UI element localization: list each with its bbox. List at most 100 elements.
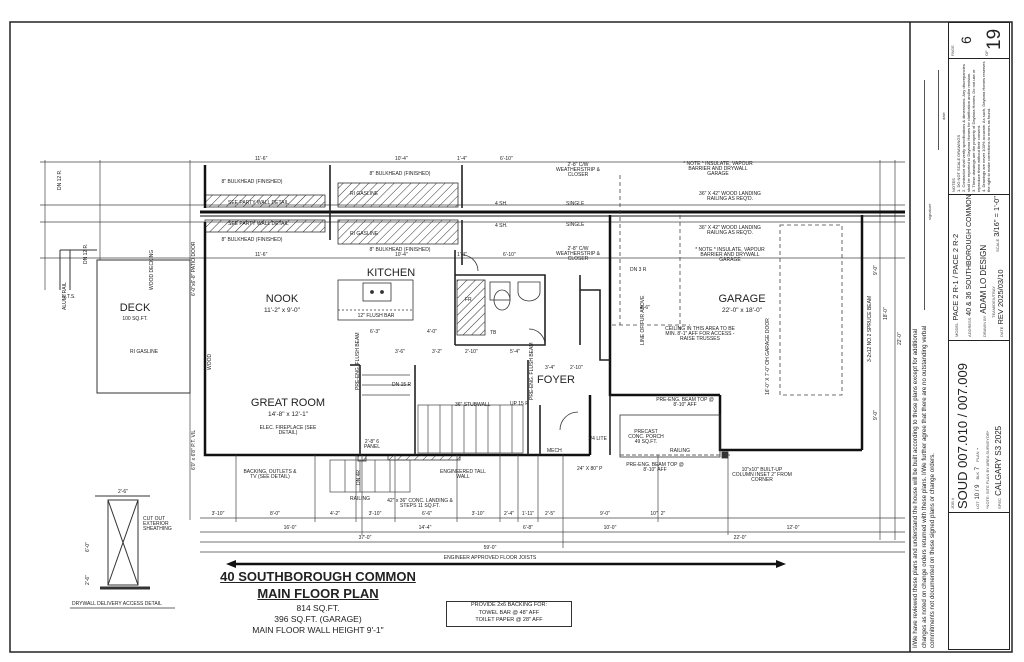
drywall-detail-title: DRYWALL DELIVERY ACCESS DETAIL <box>72 601 162 607</box>
dim-label: 10" <box>650 511 658 517</box>
railing-note-upper: 36" X 42" WOOD LANDING RAILING AS REQ'D. <box>699 191 761 202</box>
client-disclaimer: I/We have reviewed these plans and under… <box>912 325 937 648</box>
fridge-label: FR <box>465 297 472 303</box>
dim-label: 16'-0" <box>283 525 297 531</box>
lite-note: 1/4 LITE <box>588 436 607 442</box>
garage-size: 22'-0" x 18'-0" <box>722 307 762 314</box>
wood-note: WOOD <box>207 353 213 370</box>
note-item: 2. Contractor shall verify specification… <box>961 64 971 192</box>
dim-label: 6'-6" <box>422 511 432 517</box>
drawn-by-label: DRAWN BY <box>982 315 987 337</box>
backing-note-box: PROVIDE 2x6 BACKING FOR: TOWEL BAR @ 48"… <box>446 601 572 627</box>
notes-section: NOTES 1. DO NOT SCALE DRAWINGS 2. Contra… <box>948 58 1010 195</box>
single-shelf-upper: SINGLE <box>566 201 585 207</box>
dim-label: 1'-11" <box>521 511 535 517</box>
fireplace-note: ELEC. FIREPLACE (SEE DETAIL) <box>259 425 317 436</box>
dim-label: 37'-0" <box>358 535 372 541</box>
dim-label: 11'-6" <box>255 156 268 162</box>
great-room-label: GREAT ROOM <box>250 397 326 409</box>
drywall-sill-dim: 2'-6" <box>85 575 91 585</box>
single-shelf-lower: SINGLE <box>566 222 585 228</box>
flush-beam-note: PRE-ENG. FLUSH BEAM <box>355 332 361 390</box>
date-field-label: DATE <box>999 326 1004 337</box>
dim-label: 22'-0" <box>897 332 903 345</box>
down-12-risers-upper: DN 12 R. <box>57 169 63 190</box>
party-wall-note-upper: SEE PARTY WALL DETAIL <box>228 200 289 206</box>
drawing-title: 40 SOUTHBOROUGH COMMON <box>220 569 416 584</box>
deck-outline <box>59 249 191 394</box>
joist-direction-arrow <box>226 560 786 568</box>
down-12-risers: DN 12 R. <box>83 243 89 264</box>
dim-label: 18'-0" <box>883 307 889 320</box>
address-value: 40 & 36 SOUTHBOROUGH COMMON <box>966 194 973 316</box>
dim-label: 2'-5" <box>545 511 555 517</box>
nook-label: NOOK <box>265 293 299 305</box>
insulate-note-lower: * NOTE * INSULATE, VAPOUR BARRIER AND DR… <box>695 247 765 263</box>
plan-label: PLAN <box>975 451 980 462</box>
main-floor-area: 814 SQ.FT. <box>296 603 340 613</box>
weatherstrip-note-upper: 2'-8" C/W WEATHERSTRIP & CLOSER <box>556 162 600 178</box>
dim-label: 2" <box>660 511 666 517</box>
front-door-size: 24" X 80" P <box>577 466 603 472</box>
railing-label: RAILING <box>350 496 371 502</box>
plan-value: - <box>975 447 981 450</box>
of-label: OF <box>984 50 989 56</box>
top-dimension-lines <box>40 160 905 540</box>
nts-note: N.T.S. <box>62 294 76 300</box>
four-shelf-upper: 4 SH. <box>495 201 508 207</box>
gasline-note-deck: RI GASLINE <box>130 349 159 355</box>
garage-label: GARAGE <box>718 293 766 305</box>
spec-label: SPEC <box>997 498 1002 509</box>
dim-label: 1'-4" <box>457 156 467 162</box>
block-label: BLK <box>975 471 980 480</box>
column-note: 10"x10" BUILT-UP COLUMN INSET 2" FROM CO… <box>732 467 792 483</box>
dim-label: 3'-10" <box>368 511 382 517</box>
dim-label: 10'-4" <box>395 156 408 162</box>
drywall-height-dim: 6'-0" <box>85 542 91 552</box>
bulkhead-note-upper: 8" BULKHEAD (FINISHED) <box>221 179 283 185</box>
signature-line[interactable] <box>924 80 925 310</box>
backing-outlets-note: BACKING, OUTLETS & TV (SEE DETAIL) <box>243 469 297 480</box>
scale-label: SCALE <box>995 238 1000 252</box>
garage-dashed <box>612 175 843 396</box>
down-15-risers: DN 15 R <box>392 382 412 388</box>
dim-label: 2'-10" <box>465 349 478 355</box>
ceiling-note: CEILING IN THIS AREA TO BE MIN. 8'-1" AF… <box>665 326 735 342</box>
four-shelf-lower: 4 SH. <box>495 223 508 229</box>
block-value: 7 <box>975 466 981 471</box>
dim-label: 59'-0" <box>483 545 497 551</box>
dim-label: 3'-6" <box>395 349 405 355</box>
railing-note-lower: 36" X 42" WOOD LANDING RAILING AS REQ'D. <box>699 225 761 236</box>
interior-walls <box>329 165 611 455</box>
dim-label: 5'-4" <box>510 349 520 355</box>
dim-label: 10'-4" <box>395 252 408 258</box>
party-wall-note-lower: SEE PARTY WALL DETAIL <box>228 221 289 227</box>
revision-date: REV 2025/03/10 <box>996 269 1005 325</box>
mech-label: MECH <box>547 448 562 454</box>
signature-label: signature <box>927 203 932 220</box>
porch-note: PRECAST CONC. PORCH 49 SQ.FT. <box>628 429 664 445</box>
line-of-fur-note: LINE OF FUR ABOVE <box>640 295 646 345</box>
dim-label: 3'-10" <box>471 511 485 517</box>
backing-note-line: TOILET PAPER @ 28" AFF <box>475 617 543 623</box>
porch <box>619 414 730 459</box>
date-label: date <box>941 112 946 120</box>
page-border <box>9 21 1013 653</box>
joists-note: ENGINEER APPROVED FLOOR JOISTS <box>443 555 537 561</box>
page-number: 6 <box>958 36 974 44</box>
beam-note-lower: PRE-ENG. BEAM TOP @ 8'-10" AFF <box>626 462 684 473</box>
deck-area: 100 SQ.FT. <box>122 316 148 322</box>
dim-label: 9'-0" <box>873 410 879 420</box>
dim-label: 14'-4" <box>418 525 432 531</box>
date-line[interactable] <box>938 70 939 150</box>
bathroom-fixtures <box>461 254 579 431</box>
model-section: MODEL PACE 2 R-1 / PACE 2 R-2 ADDRESS 40… <box>948 194 1010 341</box>
kitchen-label: KITCHEN <box>366 267 416 279</box>
address-label: ADDRESS <box>967 317 972 337</box>
model-value: PACE 2 R-1 / PACE 2 R-2 <box>951 233 960 321</box>
door-panel-note: 2'-8" 6 PANEL <box>363 439 381 450</box>
railing-porch: RAILING <box>670 448 691 454</box>
note-item: 3. These drawings are the property of Da… <box>971 69 981 192</box>
flush-beam-note-foyer: PRE-ENG. FLUSH BEAM <box>529 342 535 400</box>
